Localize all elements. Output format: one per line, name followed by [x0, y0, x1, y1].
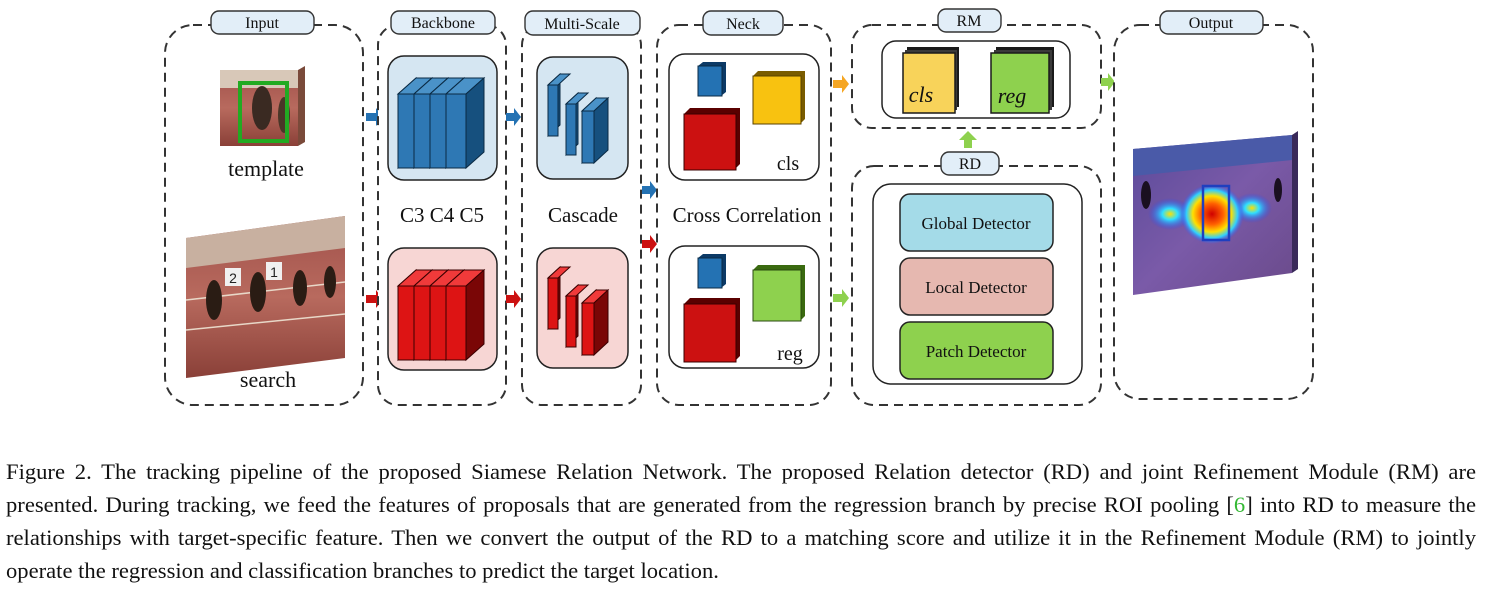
arrow-neck-to-rd	[833, 289, 849, 307]
arrow-backbone-to-multiscale-bottom	[506, 290, 521, 308]
search-label: search	[240, 367, 296, 392]
patch-detector-box	[899, 321, 1054, 380]
global-detector-label: Global Detector	[921, 214, 1030, 233]
backbone-layers-label: C3 C4 C5	[400, 203, 484, 227]
arrow-backbone-to-multiscale-top	[506, 108, 521, 126]
cascade-label: Cascade	[548, 203, 618, 227]
output-title: Output	[1189, 15, 1234, 32]
neck-reg-label: reg	[777, 343, 803, 365]
pipeline-figure: Input template 2 1 search	[164, 8, 1314, 406]
caption-text-start: Figure 2. The tracking pipeline of the p…	[6, 459, 1476, 517]
backbone-tab	[390, 10, 496, 35]
output-heatmap-image	[1133, 131, 1298, 295]
arrow-rd-to-rm	[959, 131, 977, 148]
multiscale-title: Multi-Scale	[544, 16, 620, 33]
citation-link[interactable]: 6	[1233, 492, 1246, 517]
input-title: Input	[245, 15, 279, 32]
multiscale-search-blocks	[546, 265, 610, 357]
rd-section: RD Global Detector Local Detector Patch …	[851, 151, 1102, 406]
rm-cls-label: cls	[909, 82, 933, 107]
input-section: Input template 2 1 search	[164, 10, 364, 406]
rm-reg-label: reg	[998, 83, 1027, 108]
rm-title: RM	[957, 13, 982, 30]
neck-tab	[702, 10, 784, 36]
caption-text-end: ] into RD to measure the relationships w…	[6, 492, 1477, 583]
neck-cls-blocks	[683, 62, 805, 171]
search-image: 2 1	[185, 216, 346, 378]
rm-cls-block: cls	[902, 47, 959, 114]
template-label: template	[228, 156, 304, 181]
svg-text:2: 2	[229, 270, 237, 286]
template-image	[220, 66, 305, 146]
svg-text:1: 1	[270, 264, 278, 280]
rd-title: RD	[959, 156, 981, 173]
arrow-multiscale-to-neck-top	[642, 181, 657, 199]
multiscale-tab	[524, 10, 641, 36]
arrow-multiscale-to-neck-bottom	[642, 235, 657, 253]
neck-reg-blocks	[683, 254, 805, 363]
neck-cls-label: cls	[777, 153, 799, 175]
figure-caption: Figure 2. The tracking pipeline of the p…	[6, 455, 1476, 587]
patch-detector-label: Patch Detector	[926, 342, 1027, 361]
backbone-section: Backbone	[377, 10, 507, 406]
output-bbox	[1201, 184, 1231, 242]
template-bbox	[238, 81, 289, 143]
backbone-search-blocks	[396, 268, 486, 362]
rd-tab	[940, 151, 1000, 176]
backbone-title: Backbone	[411, 15, 475, 32]
rm-tab	[937, 8, 1002, 33]
rm-reg-block: reg	[990, 47, 1054, 114]
multiscale-section: Multi-Scale Cascade	[521, 10, 642, 406]
global-detector-box	[899, 193, 1054, 252]
input-tab	[210, 10, 315, 35]
output-tab	[1159, 10, 1264, 35]
local-detector-box	[899, 257, 1054, 316]
multiscale-template-blocks	[546, 72, 610, 165]
output-section: Output	[1113, 10, 1314, 400]
neck-title: Neck	[726, 16, 760, 33]
backbone-template-blocks	[396, 76, 486, 170]
arrow-neck-to-rm	[833, 75, 849, 93]
arrow-rm-to-output	[1101, 73, 1115, 91]
rm-section: RM cls reg	[851, 8, 1102, 129]
neck-section: Neck cls Cross Correlation reg	[656, 10, 832, 406]
cross-correlation-label: Cross Correlation	[673, 203, 822, 227]
local-detector-label: Local Detector	[925, 278, 1027, 297]
